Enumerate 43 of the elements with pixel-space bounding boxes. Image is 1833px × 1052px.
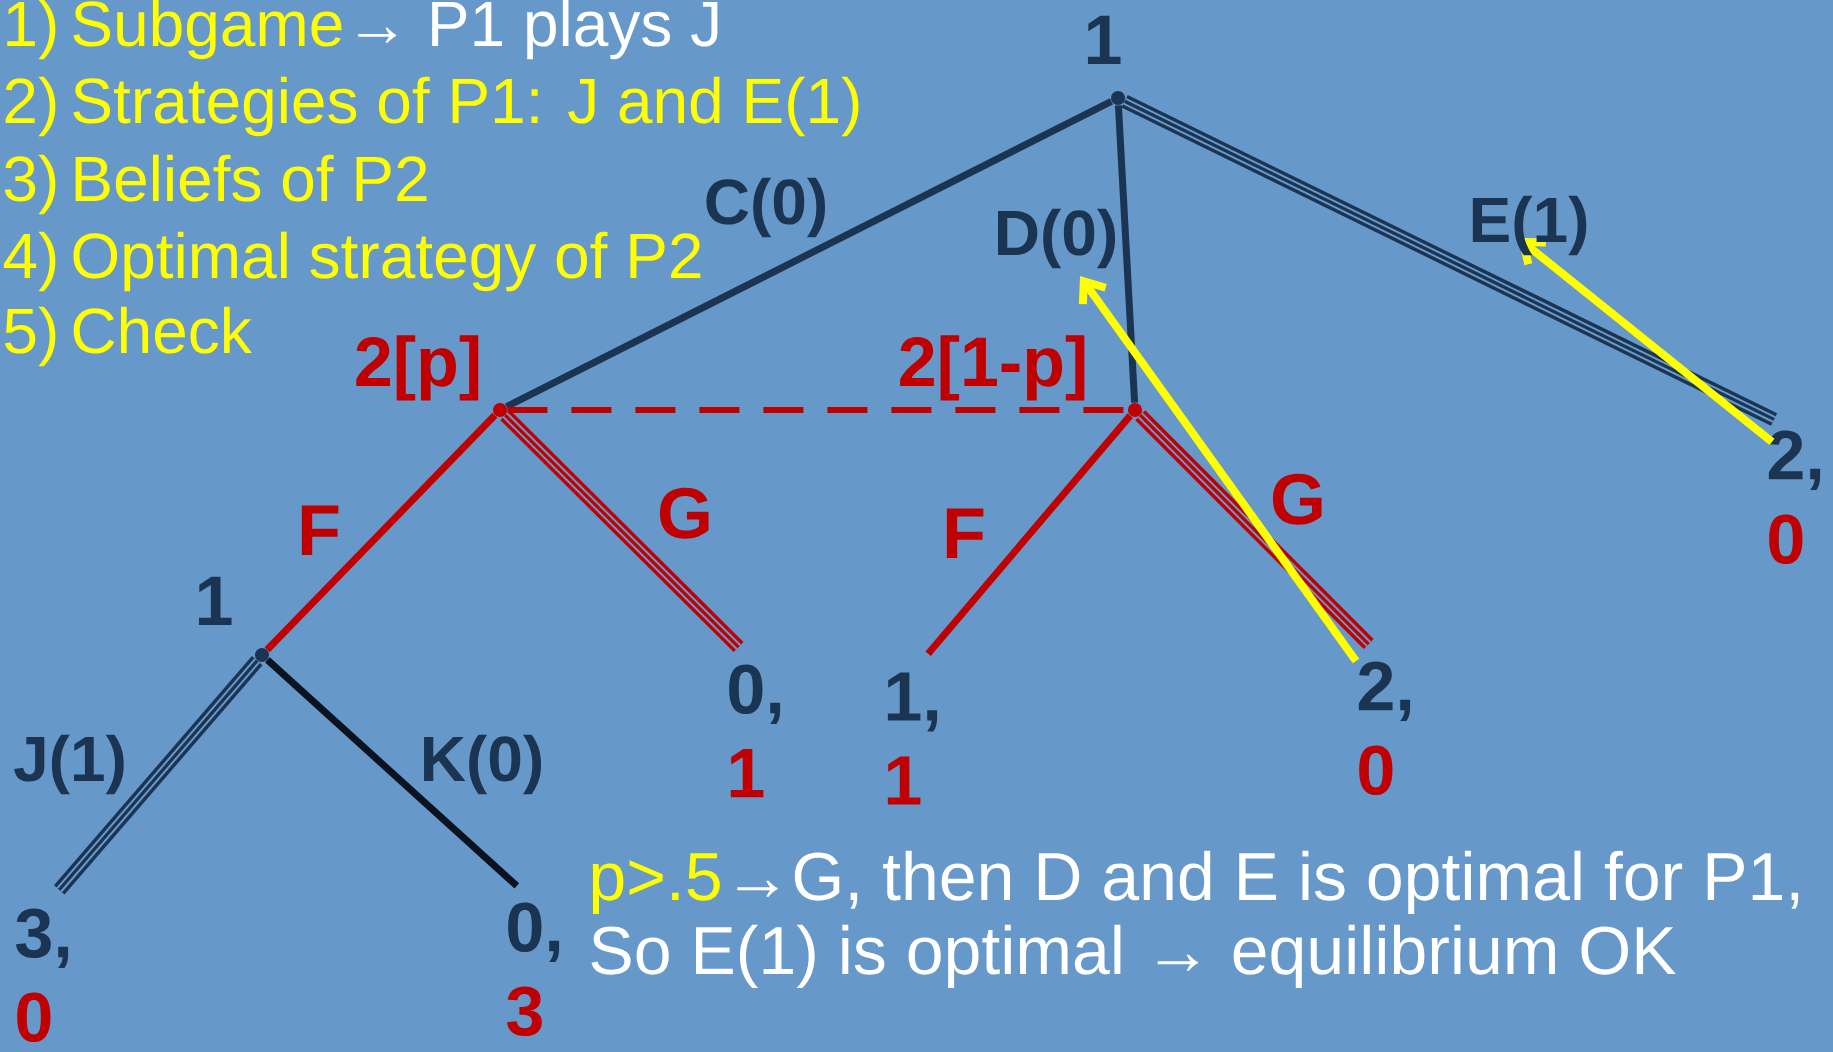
- note-text: So E(1) is optimal → equilibrium OK: [591, 924, 1676, 989]
- list-number: 5): [4, 306, 56, 367]
- branch-line: [1121, 94, 1778, 426]
- payoff-label: 3, 0: [16, 908, 69, 1042]
- player-label: 1: [1087, 15, 1125, 105]
- edge-label: G: [659, 487, 709, 539]
- list-number: 2): [5, 76, 56, 137]
- edge-label: J(1): [14, 734, 124, 795]
- branch-line: [1135, 410, 1374, 649]
- branch-line: [264, 412, 498, 653]
- payoff-label: 1, 1: [887, 672, 938, 805]
- edge-label: K(0): [424, 734, 541, 795]
- edge-label: F: [946, 508, 984, 558]
- payoff-label: 0, 3: [507, 902, 560, 1037]
- pointer-arrow: [1518, 238, 1775, 446]
- list-item: Optimal strategy of P2: [73, 231, 701, 292]
- pointer-arrow: [1078, 276, 1360, 664]
- list-item: Strategies of P1: J and E(1): [73, 76, 859, 137]
- note-text: p>.5: [592, 853, 720, 915]
- branch-line: [925, 413, 1133, 656]
- list-item: → P1 plays J: [358, 0, 718, 60]
- edge-label: C(0): [706, 177, 825, 238]
- branch-line: [53, 656, 263, 895]
- note-text: →G, then D and E is optimal for P1,: [737, 850, 1799, 915]
- edge-label: G: [1272, 473, 1322, 525]
- branch-line: [505, 98, 1113, 410]
- list-number: 4): [3, 231, 56, 292]
- list-item: Subgame: [73, 0, 342, 60]
- payoff-label: 2, 0: [1768, 430, 1821, 564]
- player-label: 1: [198, 576, 269, 662]
- list-item: Beliefs of P2: [75, 154, 427, 202]
- list-item: Check: [73, 306, 252, 354]
- branch-line: [500, 410, 744, 653]
- list-number: 1): [7, 0, 56, 60]
- edge-label: D(0): [998, 208, 1115, 269]
- player-label: 2[p]: [356, 335, 507, 417]
- branch-line: [265, 657, 520, 889]
- edge-label: E(1): [1472, 195, 1587, 256]
- payoff-label: 0, 1: [729, 664, 781, 798]
- edge-label: F: [301, 505, 339, 555]
- payoff-label: 2, 0: [1358, 661, 1411, 795]
- list-number: 3): [4, 154, 56, 215]
- player-label: 2[1-p]: [900, 335, 1142, 417]
